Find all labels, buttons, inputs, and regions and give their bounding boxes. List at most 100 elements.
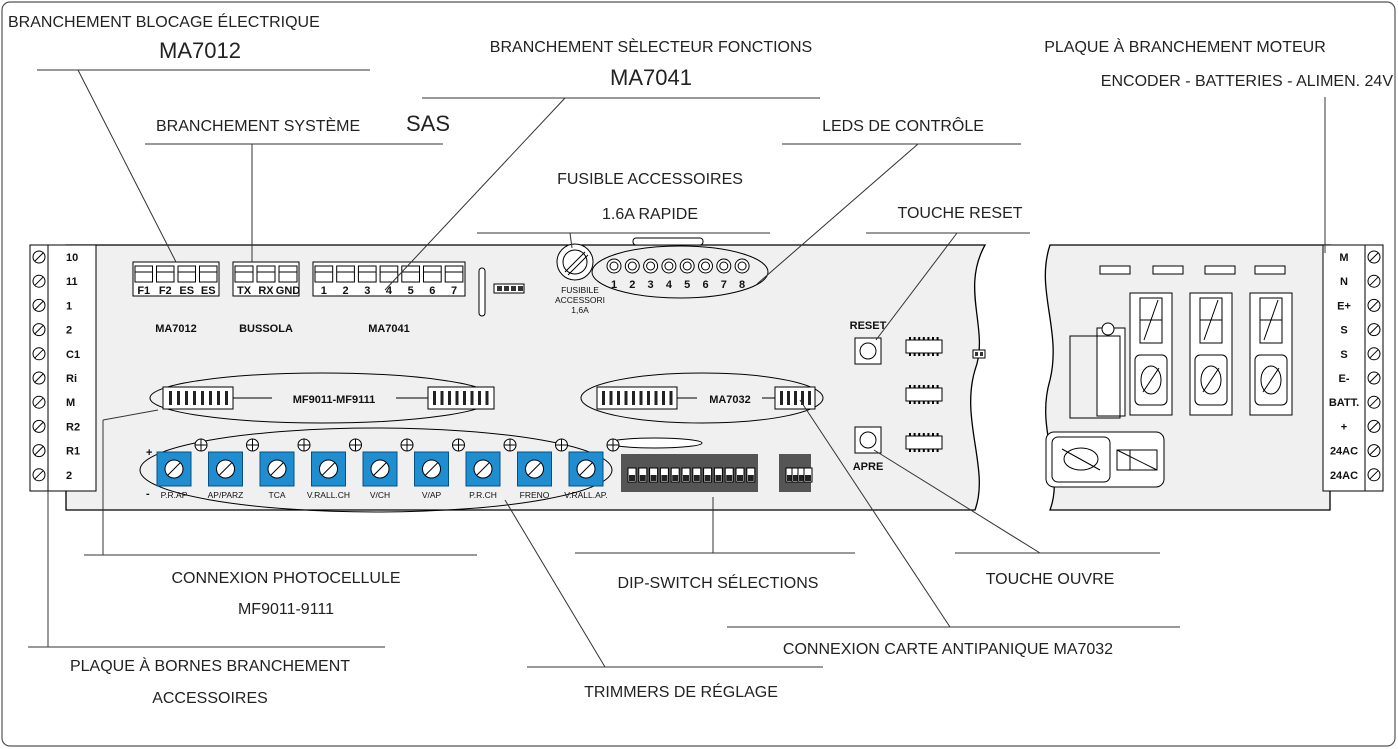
fuse-label-1: FUSIBILE	[561, 285, 599, 295]
sas-title: BRANCHEMENT SYSTÈME	[156, 116, 360, 135]
reset-label: TOUCHE RESET	[897, 205, 1022, 222]
led-number: 4	[666, 279, 673, 291]
dip-label: DIP-SWITCH SÉLECTIONS	[618, 573, 819, 592]
top-slots-right	[1099, 265, 1286, 275]
right-terminal-label: M	[1339, 252, 1348, 264]
led-number: 5	[684, 279, 690, 291]
ouvre-label: TOUCHE OUVRE	[986, 571, 1115, 588]
connector-pin-label: 4	[386, 285, 393, 297]
trimmer-label: V/CH	[370, 490, 390, 500]
left-terminal-label: 2	[66, 470, 72, 482]
ma7012-board-label: MA7012	[155, 323, 197, 335]
connector-pin-label: F2	[159, 285, 172, 297]
connector-pin-label: 1	[321, 285, 327, 297]
slot	[478, 267, 486, 317]
apre-board-label: APRE	[853, 461, 884, 473]
fusible-line2: 1.6A RAPIDE	[602, 206, 698, 223]
right-terminal-label: E+	[1337, 300, 1351, 312]
right-terminal-label: BATT.	[1329, 397, 1359, 409]
callout-lines	[28, 69, 1326, 668]
led-number: 3	[648, 279, 654, 291]
pcb-left	[65, 244, 987, 511]
led-number: 8	[739, 279, 745, 291]
dip-switch-block	[607, 437, 813, 492]
fuse-label-2: ACCESSORI	[555, 295, 605, 305]
connector-pin-label: 6	[429, 285, 435, 297]
connector-pin-label: ES	[179, 285, 194, 297]
ic-chips	[905, 337, 943, 452]
left-terminal-label: R2	[66, 421, 80, 433]
fuse-label-3: 1,6A	[571, 305, 589, 315]
bussola-board-label: BUSSOLA	[239, 323, 293, 335]
left-terminal-label: C1	[66, 349, 80, 361]
right-terminal-label: N	[1340, 276, 1348, 288]
trimmer-row: + - P.R.AP AP/PARZ TCA V.RALL.CH V/CH V/AP P.R…	[139, 427, 620, 513]
ma7032-board-label: MA7032	[709, 394, 751, 406]
connector-pin-label: RX	[258, 285, 274, 297]
sas-model: SAS	[406, 111, 450, 136]
mf9011-connectors: MF9011-MF9111	[149, 372, 495, 424]
connector-pin-label: 5	[408, 285, 414, 297]
left-terminal-label: 2	[66, 325, 72, 337]
trimmer-label: V/AP	[422, 490, 442, 500]
small-jumper	[972, 349, 986, 359]
fuse-holder: FUSIBILE ACCESSORI 1,6A	[555, 243, 605, 315]
trimmer-label: V.RALL.CH	[307, 490, 350, 500]
connector-pin-label: ES	[201, 285, 216, 297]
blocage-model: MA7012	[159, 38, 241, 63]
small-header	[493, 283, 525, 294]
connector-pin-label: TX	[237, 285, 252, 297]
ma7032-connectors: MA7032	[580, 372, 824, 424]
left-terminal-label: Ri	[66, 373, 77, 385]
left-terminal-label: 1	[66, 300, 72, 312]
blocage-title: BRANCHEMENT BLOCAGE ÉLECTRIQUE	[8, 12, 320, 31]
trimmer-label: V.RALL.AP.	[564, 490, 607, 500]
right-terminal-label: S	[1340, 349, 1347, 361]
selecteur-title: BRANCHEMENT SÈLECTEUR FONCTIONS	[490, 37, 812, 56]
trimmer-label: FRENO	[520, 490, 550, 500]
trimmer-label: TCA	[269, 490, 286, 500]
trimmer-label: P.R.CH	[469, 490, 497, 500]
trimmers-label: TRIMMERS DE RÉGLAGE	[584, 682, 778, 701]
photo-line2: MF9011-9111	[238, 601, 334, 618]
svg-text:-: -	[146, 488, 150, 500]
left-terminal-label: M	[66, 397, 75, 409]
connector-pin-label: 2	[342, 285, 348, 297]
right-terminal-label: +	[1341, 421, 1347, 433]
mf-connector-label: MF9011-MF9111	[293, 394, 376, 406]
led-number: 7	[721, 279, 727, 291]
reset-button: RESET	[850, 320, 887, 365]
moteur-line1: PLAQUE À BRANCHEMENT MOTEUR	[1044, 37, 1326, 56]
bornes-line2: ACCESSOIRES	[152, 690, 268, 707]
leds-label: LEDS DE CONTRÔLE	[822, 116, 984, 135]
left-terminal-label: 11	[66, 276, 78, 288]
right-terminal-label: 24AC	[1330, 446, 1358, 458]
moteur-line2: ENCODER - BATTERIES - ALIMEN. 24V	[1101, 73, 1394, 90]
fusible-line1: FUSIBLE ACCESSOIRES	[557, 171, 743, 188]
right-terminal-block: MN E+ SS E- BATT. +24AC 24AC	[1322, 244, 1384, 492]
trimmer-label: P.R.AP	[161, 490, 188, 500]
top-slot	[632, 237, 704, 246]
reset-board-label: RESET	[850, 320, 887, 332]
apre-button: APRE	[853, 426, 884, 473]
connector-pin-label: 7	[451, 285, 457, 297]
right-terminal-label: 24AC	[1330, 470, 1358, 482]
right-terminal-label: S	[1340, 325, 1347, 337]
left-terminal-label: 10	[66, 252, 78, 264]
led-number: 1	[611, 279, 617, 291]
bornes-line1: PLAQUE À BORNES BRANCHEMENT	[70, 656, 350, 675]
connector-pin-label: GND	[276, 285, 301, 297]
svg-text:+: +	[146, 447, 152, 459]
left-terminal-label: R1	[66, 446, 80, 458]
motor-section	[1045, 292, 1293, 488]
trimmer-label: AP/PARZ	[208, 490, 244, 500]
right-terminal-label: E-	[1339, 373, 1350, 385]
antipanique-label: CONNEXION CARTE ANTIPANIQUE MA7032	[783, 641, 1113, 658]
photo-line1: CONNEXION PHOTOCELLULE	[171, 570, 400, 587]
